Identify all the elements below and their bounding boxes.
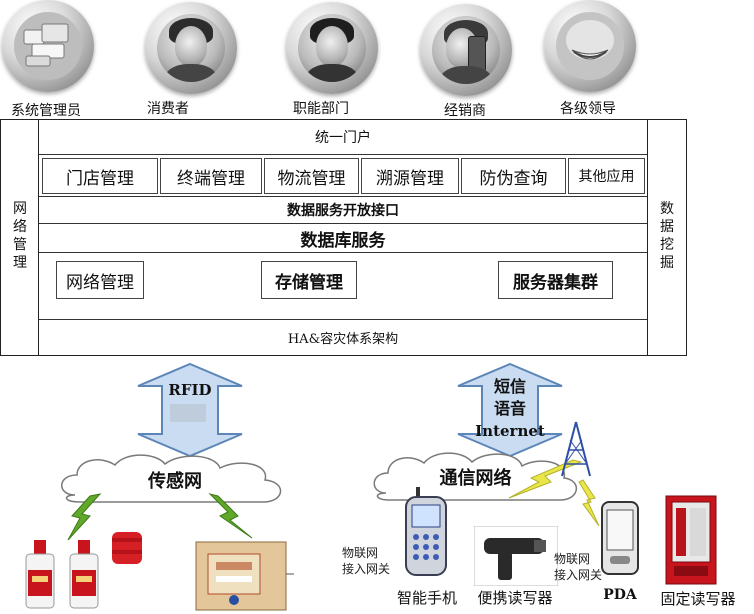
signal-tower-icon: [561, 421, 591, 477]
data-mining-side-column: 数据挖掘: [646, 119, 687, 356]
gateway-label-line: 接入网关: [342, 562, 391, 576]
db-module-network-management: 网络管理: [56, 261, 144, 299]
app-anti-counterfeit-query: 防伪查询: [461, 158, 566, 194]
liquor-bottle-icon: [25, 540, 55, 609]
gear-icon: [2, 0, 94, 92]
lightning-icon: [578, 479, 600, 527]
db-module-storage-management: 存储管理: [261, 261, 357, 299]
gateway-label-1: 物联网 接入网关: [342, 545, 390, 577]
rfid-label: RFID: [168, 381, 212, 399]
communication-network-label: 通信网络: [439, 468, 512, 489]
gateway-label-2: 物联网 接入网关: [554, 551, 602, 583]
pda-icon: [601, 501, 639, 575]
architecture-core: 统一门户 门店管理 终端管理 物流管理 溯源管理 防伪查询 其他应用 数据服务开…: [38, 119, 648, 356]
app-other-applications: 其他应用: [568, 158, 645, 194]
liquor-bottle-icon: [69, 540, 99, 609]
role-label: 消费者: [147, 101, 189, 117]
portal-label: 统一门户: [315, 130, 371, 146]
comm-arrow-labels: 短信 语音 Internet: [450, 376, 570, 442]
sensor-network-cloud: [61, 454, 282, 503]
gateway-label-line: 物联网: [554, 552, 591, 566]
side-label-right: 数据挖掘: [660, 201, 674, 271]
smartphone-icon: [405, 487, 447, 576]
device-label-pda: PDA: [603, 587, 637, 603]
role-label: 职能部门: [293, 101, 349, 117]
product-carton-icon: [195, 541, 294, 611]
app-store-management: 门店管理: [42, 158, 158, 194]
db-module-server-cluster: 服务器集群: [498, 261, 613, 299]
device-label-fixed-reader: 固定读写器: [660, 590, 736, 608]
role-label: 经销商: [444, 103, 486, 119]
gateway-label-line: 接入网关: [554, 568, 603, 582]
consumer-avatar-icon: [145, 2, 237, 94]
lightning-icon: [67, 493, 102, 541]
side-label-left: 网络管理: [13, 201, 27, 271]
gateway-label-line: 物联网: [342, 546, 379, 560]
lightning-icon: [208, 493, 253, 539]
bottle-cap-icon: [112, 532, 142, 564]
role-label: 系统管理员: [11, 103, 81, 119]
official-avatar-icon: [286, 2, 378, 94]
phone-user-icon: [420, 4, 512, 96]
leader-avatar-icon: [544, 0, 636, 92]
communication-network-cloud: [373, 452, 577, 501]
network-management-side-column: 网络管理: [0, 119, 40, 356]
comm-label-internet: Internet: [475, 422, 545, 440]
device-label-portable-reader: 便携读写器: [477, 589, 553, 607]
app-traceability-management: 溯源管理: [361, 158, 459, 194]
sensor-network-label: 传感网: [148, 471, 202, 492]
rfid-double-arrow: [137, 362, 243, 458]
comm-label-voice: 语音: [493, 399, 526, 418]
app-logistics-management: 物流管理: [264, 158, 359, 194]
comm-label-sms: 短信: [493, 377, 526, 396]
device-label-smartphone: 智能手机: [396, 589, 457, 607]
portable-reader-icon: [474, 526, 558, 586]
role-label: 各级领导: [560, 101, 616, 117]
ha-disaster-recovery-label: HA&容灾体系架构: [287, 332, 399, 347]
db-service-label: 数据库服务: [300, 230, 386, 251]
fixed-reader-cabinet-icon: [665, 495, 717, 585]
app-terminal-management: 终端管理: [160, 158, 262, 194]
data-service-api-label: 数据服务开放接口: [287, 203, 399, 219]
